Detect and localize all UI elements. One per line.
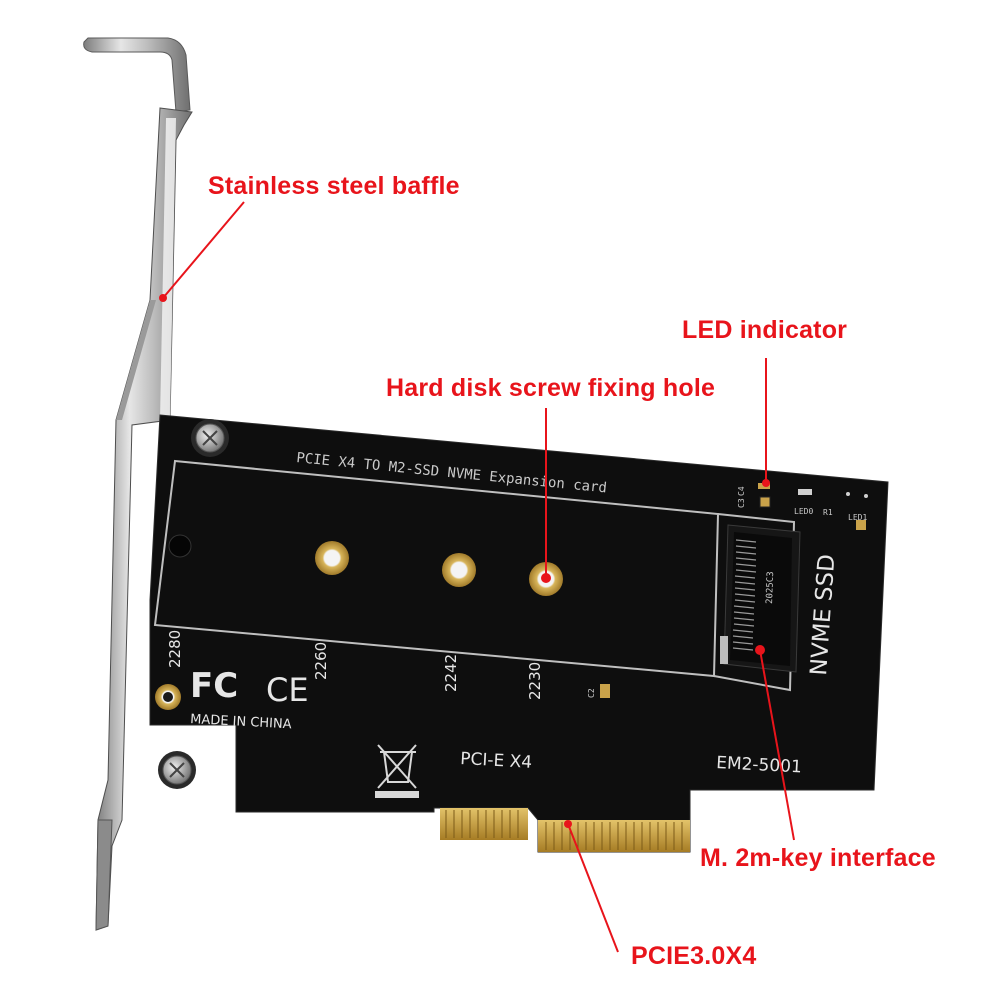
steel-bracket (83, 37, 193, 931)
pcie-gold-fingers (440, 808, 690, 852)
callout-lines (162, 201, 795, 953)
silk-c4: C4 (737, 486, 746, 496)
silk-size-2260: 2260 (312, 642, 330, 680)
screw-hole-2260 (315, 541, 349, 575)
silk-c3: C3 (737, 498, 746, 508)
callout-dots (159, 294, 770, 828)
screw-hole-2242 (442, 553, 476, 587)
m2-connector (720, 524, 801, 673)
silk-c2: C2 (587, 688, 596, 698)
callout-pcie: PCIE3.0X4 (631, 942, 757, 970)
leader-m2-interface (759, 649, 795, 841)
bracket-screw-top (191, 419, 229, 457)
silk-connector-code: 2025C3 (765, 571, 776, 604)
callout-hard-disk-screw-hole: Hard disk screw fixing hole (386, 374, 716, 402)
ce-logo: CE (266, 671, 309, 709)
callout-stainless-steel-baffle: Stainless steel baffle (208, 172, 460, 200)
bracket-screw-bottom (158, 751, 196, 789)
silk-made-in: MADE IN CHINA (190, 712, 292, 732)
callout-m2-interface: M. 2m-key interface (700, 844, 936, 872)
silk-size-2230: 2230 (526, 662, 544, 700)
callout-led-indicator: LED indicator (682, 316, 848, 344)
silk-r1: R1 (823, 508, 833, 517)
fcc-logo: FC (190, 666, 238, 706)
silk-size-2242: 2242 (442, 654, 460, 692)
standoff-left (168, 534, 192, 558)
silk-led0: LED0 (794, 507, 813, 516)
silk-led1: LED1 (848, 513, 867, 522)
standoff-2280-hole (155, 684, 181, 710)
silk-model: EM2-5001 (716, 753, 803, 777)
silk-bus-label: PCI-E X4 (460, 749, 533, 773)
leader-pcie (567, 823, 619, 953)
leader-baffle (162, 201, 245, 299)
weee-bin-icon (375, 744, 419, 798)
silk-size-2280: 2280 (166, 630, 184, 668)
